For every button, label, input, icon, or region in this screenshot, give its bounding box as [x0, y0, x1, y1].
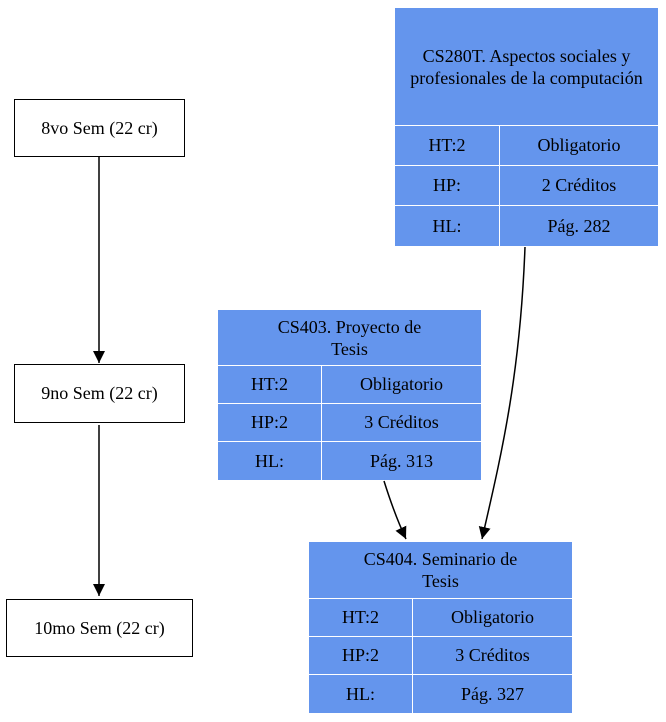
- course-node-cs403[interactable]: CS403. Proyecto de Tesis HT:2 Obligatori…: [218, 310, 481, 480]
- semester-label: 10mo Sem (22 cr): [34, 617, 165, 638]
- semester-label: 8vo Sem (22 cr): [41, 117, 158, 138]
- semester-label: 9no Sem (22 cr): [41, 383, 158, 403]
- course-credits: 2 Créditos: [541, 175, 617, 195]
- hours-theory: HT:2: [309, 599, 413, 636]
- course-node-cs404[interactable]: CS404. Seminario de Tesis HT:2 Obligator…: [309, 542, 572, 713]
- hours-lab: HL:: [395, 206, 500, 246]
- hours-practice: HP:2: [309, 637, 413, 674]
- course-title: CS403. Proyecto de Tesis: [218, 310, 481, 366]
- course-title: CS404. Seminario de Tesis: [309, 542, 572, 599]
- course-type: Obligatorio: [360, 374, 443, 394]
- course-page-link[interactable]: Pág. 327: [461, 683, 524, 704]
- edge-cs403-to-cs404: [383, 480, 407, 540]
- hours-lab: HL:: [309, 675, 413, 713]
- edge-cs280t-to-cs404: [478, 246, 526, 540]
- semester-node-10mo[interactable]: 10mo Sem (22 cr): [6, 599, 193, 657]
- hours-practice: HP:2: [218, 404, 322, 441]
- course-credits: 3 Créditos: [364, 412, 439, 432]
- course-title: CS280T. Aspectos sociales y profesionale…: [395, 8, 658, 126]
- course-row-hl: HL: Pág. 282: [395, 206, 658, 246]
- course-row-ht: HT:2 Obligatorio: [218, 366, 481, 404]
- course-row-hl: HL: Pág. 327: [309, 675, 572, 713]
- hours-practice: HP:: [395, 166, 500, 205]
- hours-lab: HL:: [218, 442, 322, 480]
- course-page-link[interactable]: Pág. 313: [370, 450, 433, 471]
- course-node-cs280t[interactable]: CS280T. Aspectos sociales y profesionale…: [395, 8, 658, 246]
- course-type: Obligatorio: [537, 135, 621, 155]
- course-row-hp: HP:2 3 Créditos: [218, 404, 481, 442]
- hours-theory: HT:2: [218, 366, 322, 403]
- course-row-hp: HP:2 3 Créditos: [309, 637, 572, 675]
- course-row-ht: HT:2 Obligatorio: [309, 599, 572, 637]
- semester-node-9no[interactable]: 9no Sem (22 cr): [14, 364, 185, 423]
- course-credits: 3 Créditos: [455, 645, 530, 665]
- course-type: Obligatorio: [451, 607, 534, 627]
- course-page-link[interactable]: Pág. 282: [547, 215, 611, 236]
- course-row-hl: HL: Pág. 313: [218, 442, 481, 480]
- course-row-hp: HP: 2 Créditos: [395, 166, 658, 206]
- course-row-ht: HT:2 Obligatorio: [395, 126, 658, 166]
- hours-theory: HT:2: [395, 126, 500, 165]
- semester-node-8vo[interactable]: 8vo Sem (22 cr): [14, 99, 185, 157]
